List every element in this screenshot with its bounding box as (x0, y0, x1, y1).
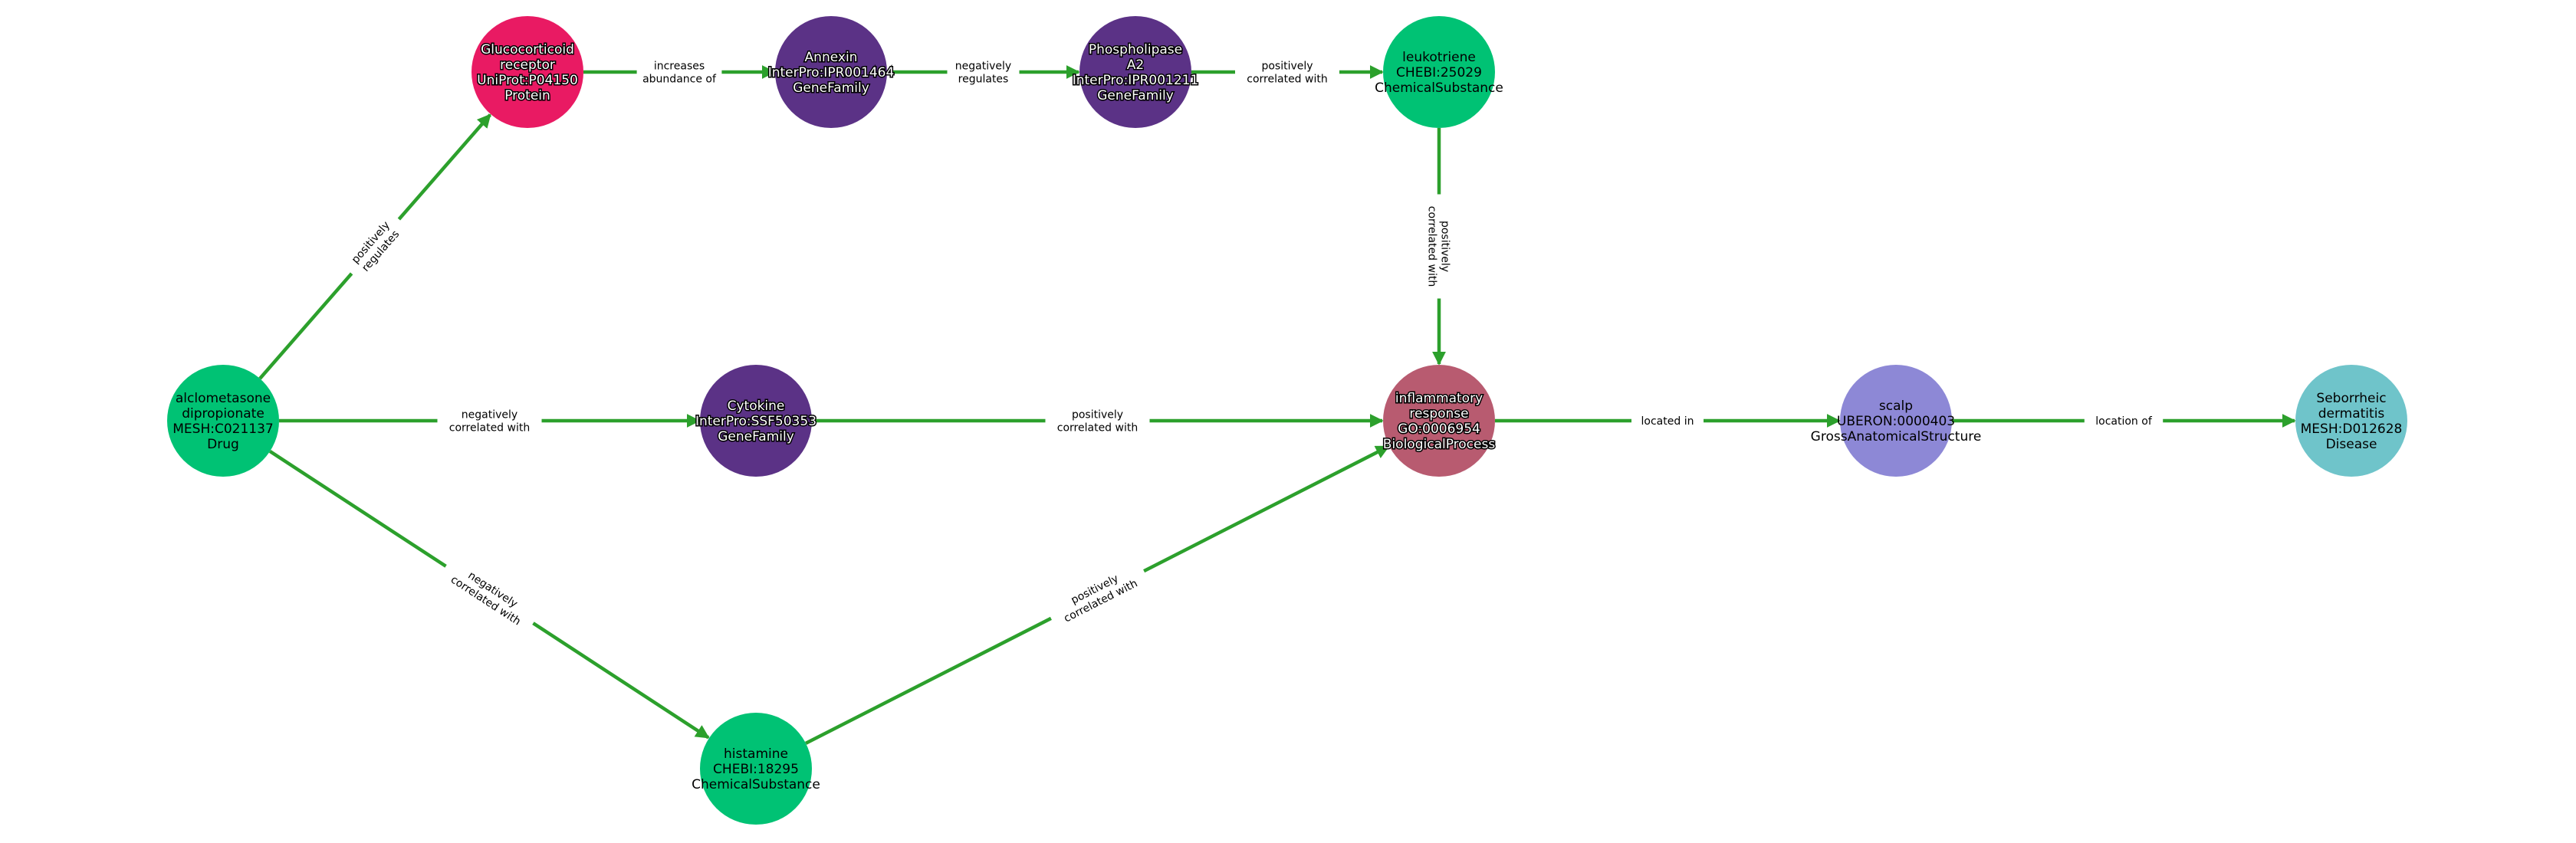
node-circle[interactable] (1840, 365, 1952, 477)
node-label: leukotriene (1402, 50, 1476, 65)
edge-label-text: regulates (958, 74, 1009, 86)
node-circle[interactable] (1383, 365, 1495, 477)
node-circle[interactable] (700, 713, 812, 825)
node-label: MESH:D012628 (2301, 422, 2403, 437)
node-alclometasone[interactable]: alclometasonedipropionateMESH:C021137Dru… (167, 365, 279, 477)
edge-label-background (1235, 57, 1339, 87)
edge-label-background (1631, 412, 1704, 429)
node-circle[interactable] (775, 16, 887, 128)
node-label: GeneFamily (1097, 88, 1174, 103)
edge-label-text: located in (1641, 415, 1694, 428)
node-phospholipase[interactable]: PhospholipaseA2InterPro:IPR001211GeneFam… (1071, 16, 1200, 128)
edge-label-text: increases (654, 61, 705, 73)
node-label: MESH:C021137 (172, 422, 273, 437)
node-label: CHEBI:18295 (713, 762, 799, 777)
node-label: ChemicalSubstance (1375, 80, 1503, 96)
node-label: Disease (2326, 437, 2377, 452)
node-label: inflammatory (1395, 391, 1483, 406)
node-label: GeneFamily (793, 80, 869, 96)
node-label: Cytokine (728, 399, 785, 414)
node-label: dipropionate (182, 406, 264, 422)
edge-label-background (2084, 412, 2164, 429)
edge-label: located in (1631, 412, 1704, 429)
node-label: Seborrheic (2316, 391, 2386, 406)
edge-label-text: correlated with (449, 422, 530, 435)
node-label: GrossAnatomicalStructure (1811, 429, 1982, 444)
edges-layer (258, 65, 2296, 745)
node-circle[interactable] (2295, 365, 2407, 477)
node-label: CHEBI:25029 (1396, 65, 1482, 80)
node-label: InterPro:SSF50353 (695, 414, 816, 429)
edge-label-background (636, 57, 722, 87)
edge-label-background (340, 209, 410, 284)
edge-label-background (1044, 558, 1151, 631)
node-label: alclometasone (176, 391, 271, 406)
edge-label-text: correlated with (1057, 422, 1138, 435)
edge-label-background (1424, 194, 1454, 299)
edge-label-text: positively (1072, 409, 1123, 422)
node-label: UniProt:P04150 (477, 73, 578, 88)
node-label: histamine (724, 746, 788, 762)
node-label: GO:0006954 (1398, 422, 1480, 437)
node-label: response (1409, 406, 1468, 422)
node-label: InterPro:IPR001464 (768, 65, 895, 80)
node-label: UBERON:0000403 (1837, 414, 1955, 429)
edge-label: location of (2084, 412, 2164, 429)
node-circle[interactable] (472, 16, 583, 128)
node-label: dermatitis (2318, 406, 2385, 422)
node-circle[interactable] (167, 365, 279, 477)
node-label: GeneFamily (718, 429, 794, 444)
nodes-layer: alclometasonedipropionateMESH:C021137Dru… (167, 16, 2407, 825)
edge-label-background (438, 553, 541, 636)
node-inflammatory[interactable]: inflammatoryresponseGO:0006954Biological… (1382, 365, 1497, 477)
edge-label-text: positively (1261, 61, 1313, 73)
edge-label-background (437, 406, 542, 435)
edge-label-text: positively (1439, 221, 1451, 272)
node-label: BiologicalProcess (1383, 437, 1496, 452)
node-label: scalp (1879, 399, 1913, 414)
node-label: InterPro:IPR001211 (1073, 73, 1199, 88)
node-label: Annexin (805, 50, 858, 65)
edge-label-background (947, 57, 1020, 87)
node-circle[interactable] (700, 365, 812, 477)
edge-label-text: correlated with (1247, 74, 1327, 86)
node-label: Phospholipase (1089, 42, 1182, 57)
node-scalp[interactable]: scalpUBERON:0000403GrossAnatomicalStruct… (1811, 365, 1982, 477)
node-label: Glucocorticoid (481, 42, 574, 57)
edge-label-text: correlated with (1426, 206, 1438, 287)
node-label: receptor (500, 57, 555, 73)
node-label: ChemicalSubstance (692, 777, 820, 792)
node-glucocorticoid[interactable]: GlucocorticoidreceptorUniProt:P04150Prot… (472, 16, 583, 128)
node-circle[interactable] (1079, 16, 1191, 128)
edge-label-text: negatively (955, 61, 1011, 73)
edge-label-background (1045, 406, 1150, 435)
node-label: Protein (504, 88, 550, 103)
edge-label-text: location of (2095, 415, 2153, 428)
node-label: A2 (1127, 57, 1144, 73)
node-label: Drug (207, 437, 239, 452)
node-circle[interactable] (1383, 16, 1495, 128)
edge-label-text: negatively (462, 409, 518, 422)
edge-label-text: abundance of (642, 74, 717, 86)
